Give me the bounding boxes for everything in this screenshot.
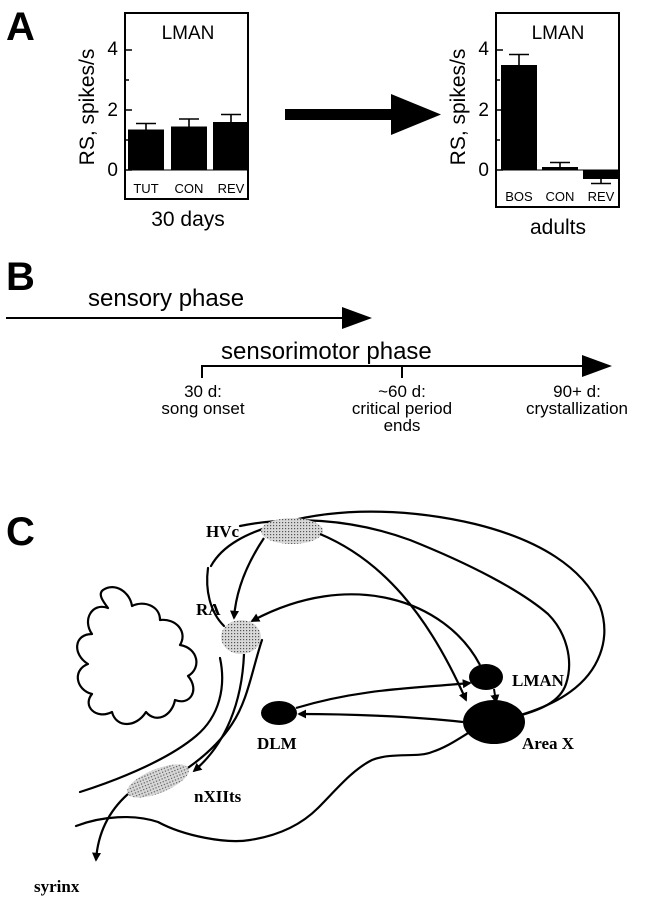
error-bar-con: [550, 161, 570, 167]
milestone-label: crystallization: [526, 399, 628, 418]
milestone-label: ends: [384, 416, 421, 435]
chart-title: LMAN: [532, 23, 585, 44]
chart-30-days: LMAN RS, spikes/s 0 2 4 TUT CON REV 30 d…: [76, 12, 249, 231]
category-label: CON: [546, 189, 575, 204]
dlm-nucleus: [261, 701, 297, 725]
nxiits-label: nXIIts: [194, 787, 242, 806]
bar-con: [171, 126, 207, 170]
area-x-to-dlm-arrow: [297, 709, 464, 724]
dlm-to-lman-arrow: [295, 679, 472, 710]
error-bar-bos: [509, 53, 529, 65]
category-label: BOS: [505, 189, 533, 204]
chart-title: LMAN: [162, 23, 215, 44]
hvc-to-area-x-arrow: [319, 532, 468, 702]
brain-diagram: HVc RA LMAN Area X DLM nXIIts syrinx: [34, 510, 606, 896]
brainstem-line-left: [78, 656, 224, 794]
milestone-day: 90+ d:: [553, 382, 601, 401]
panel-label-b: B: [6, 255, 35, 299]
ra-label: RA: [196, 600, 221, 619]
lman-to-ra-arrow: [250, 593, 481, 666]
syrinx-label: syrinx: [34, 877, 80, 896]
bar-tut: [128, 129, 164, 170]
hvc-label: HVc: [206, 522, 240, 541]
bar-rev: [583, 170, 619, 179]
y-tick-label: 4: [107, 39, 118, 60]
cerebellum-outline: [76, 586, 198, 726]
y-tick-label: 0: [478, 160, 489, 181]
sensory-phase: sensory phase: [6, 285, 372, 329]
y-tick-label: 0: [107, 160, 118, 181]
bar-bos: [501, 65, 537, 170]
lman-label: LMAN: [512, 671, 565, 690]
y-axis-title: RS, spikes/s: [76, 49, 99, 166]
error-bar-con: [179, 118, 199, 127]
milestone-day: 30 d:: [184, 382, 222, 401]
chart-adults: LMAN RS, spikes/s 0 2 4 BOS CON REV adul…: [447, 12, 620, 239]
milestone-day: ~60 d:: [378, 382, 426, 401]
dlm-label: DLM: [257, 734, 297, 753]
milestone-label: critical period: [352, 399, 452, 418]
chart-subtitle: adults: [530, 216, 586, 239]
timeline-labels: 30 d: song onset ~60 d: critical period …: [161, 382, 628, 435]
y-tick-label: 2: [478, 100, 489, 121]
ra-to-nxiits-arrow: [192, 653, 246, 773]
panel-label-a: A: [6, 5, 35, 49]
sensorimotor-phase-label: sensorimotor phase: [221, 338, 432, 365]
area-x-nucleus: [463, 700, 525, 744]
error-bar-rev: [591, 179, 611, 185]
bar-rev: [213, 122, 249, 170]
brainstem-line-upper: [206, 566, 226, 628]
lman-to-area-x-arrow: [490, 688, 500, 704]
nxiits-to-syrinx-arrow: [92, 793, 129, 862]
category-label: TUT: [133, 181, 158, 196]
milestone-label: song onset: [161, 399, 244, 418]
error-bar-tut: [136, 122, 156, 130]
sensorimotor-phase: sensorimotor phase: [201, 338, 612, 378]
lman-nucleus: [469, 664, 503, 690]
arrowhead: [342, 307, 372, 329]
category-label: REV: [218, 181, 245, 196]
area-x-label: Area X: [522, 734, 575, 753]
chart-subtitle: 30 days: [151, 208, 225, 231]
y-tick-label: 4: [478, 39, 489, 60]
y-tick-label: 2: [107, 100, 118, 121]
transition-arrow: [285, 94, 441, 135]
sensory-phase-label: sensory phase: [88, 285, 244, 312]
nxiits-nucleus: [127, 764, 189, 798]
hvc-to-ra-arrow: [230, 537, 265, 620]
hvc-nucleus: [261, 518, 323, 544]
chart-frame: [124, 12, 249, 200]
ra-nucleus: [221, 620, 261, 654]
y-axis-title: RS, spikes/s: [447, 49, 470, 166]
inner-contour: [238, 519, 571, 718]
error-bar-rev: [221, 113, 241, 122]
panel-label-c: C: [6, 510, 35, 554]
category-label: REV: [588, 189, 615, 204]
arrowhead: [582, 355, 612, 377]
category-label: CON: [175, 181, 204, 196]
bar-con: [542, 167, 578, 170]
